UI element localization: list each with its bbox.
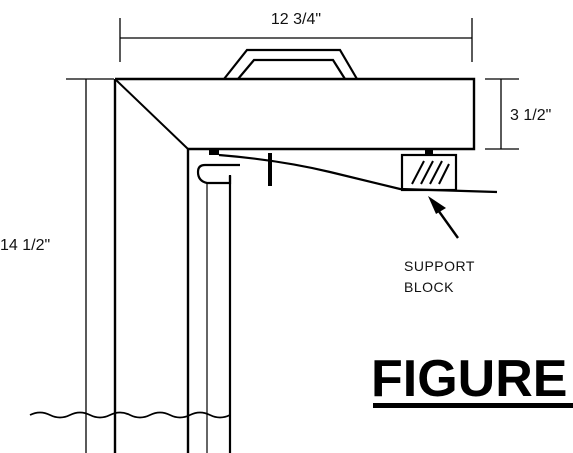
figure-title-text: FIGURE	[371, 350, 567, 408]
cap	[113, 77, 476, 453]
support-block	[400, 153, 458, 192]
support-block-label-line1: SUPPORT	[404, 258, 475, 274]
wall	[196, 163, 240, 453]
water-line	[29, 411, 231, 419]
total-height-label: 14 1/2"	[0, 237, 50, 254]
width-dimension: 12 3/4"	[119, 11, 473, 62]
cap-height-label: 3 1/2"	[510, 107, 551, 124]
callout-arrow	[428, 196, 459, 239]
figure-title: FIGURE	[371, 350, 573, 408]
support-block-label-line2: BLOCK	[404, 279, 454, 295]
total-height-dimension: 14 1/2"	[0, 78, 114, 453]
width-dimension-label: 12 3/4"	[271, 11, 321, 28]
flap-line	[218, 153, 498, 194]
handle	[223, 48, 358, 80]
cap-height-dimension: 3 1/2"	[485, 78, 551, 150]
fasteners	[209, 149, 433, 186]
